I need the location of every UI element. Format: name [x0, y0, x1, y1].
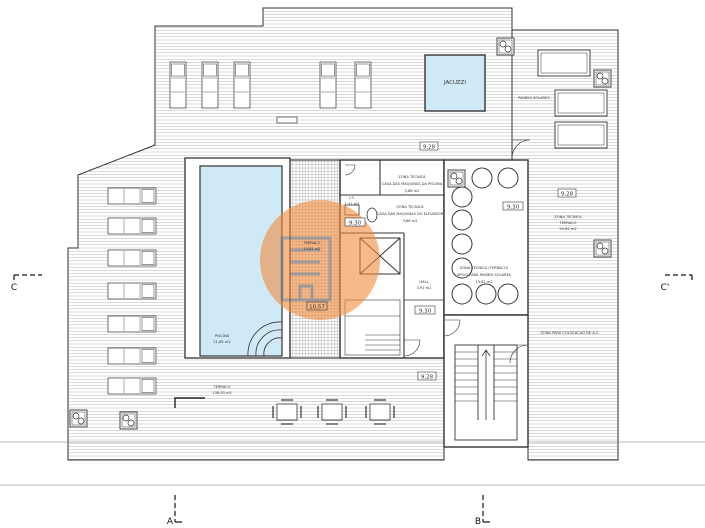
stairs: [454, 344, 518, 441]
tech-zone-solar-line-3: 13,61 m2: [475, 280, 492, 284]
section-c-left: C: [11, 283, 17, 293]
hall-line-1: HALL: [419, 280, 428, 284]
tech-zone-pool-line-1: ZONA TECNICA: [398, 175, 426, 179]
room-labels: ZONA TECNICA CASA DAS MAQUINAS DA PISCIN…: [212, 175, 599, 395]
wc-line-1: I.S.: [349, 196, 355, 200]
tech-zone-solar-line-2: APOIO PARA PAINEIS SOLARES: [457, 273, 512, 277]
terrace-mid-line-2: 10,81 m2: [303, 247, 320, 251]
inner-stairs: [344, 299, 401, 356]
sun-loungers-top: [169, 61, 372, 124]
section-markers: [13, 274, 693, 523]
hall-line-2: 3,91 m2: [417, 286, 432, 290]
wc-line-2: 2,31 m2: [345, 202, 360, 206]
elevation-hall: 9,30: [419, 309, 432, 315]
tech-zone-solar-line-1: ZONA TECNICA (TERRACO): [460, 266, 509, 270]
tech-zone-pool-line-3: 3,88 m2: [405, 189, 420, 193]
solar-panels-label: PAINEIS SOLARES: [518, 96, 550, 100]
sun-loungers-left: [107, 187, 157, 395]
elevation-terrace-right: 9,28: [561, 192, 574, 198]
terrace-mid-line-1: TERRACO: [302, 241, 320, 245]
elevation-stair-landing: 10,57: [309, 305, 325, 311]
solar-support-columns: [451, 167, 519, 305]
doors: [344, 139, 531, 364]
tech-terrace-right-line-2: TERRACO: [558, 221, 576, 225]
tech-terrace-right-line-3: 59,85 m2: [559, 227, 576, 231]
tech-zone-elevator-line-3: 3,86 m2: [403, 219, 418, 223]
elevation-roof: 9,28: [423, 145, 436, 151]
solar-panels: PAINEIS SOLARES: [518, 49, 608, 149]
ac-zone-label: ZONA PARA COLOCACAO DE A.C.: [540, 331, 599, 335]
elevation-terrace-bottom: 9,28: [421, 375, 434, 381]
outdoor-tables: [174, 397, 395, 425]
tech-terrace-right-line-1: ZONA TECNICA: [554, 215, 582, 219]
section-c-right: C': [661, 283, 670, 293]
pool-line-1: PISCINA: [215, 334, 230, 338]
elevation-markers: 9,28 9,30 9,30 9,28 9,28 9,30 10,57: [306, 141, 577, 381]
tech-zone-elevator-line-2: CASA DAS MAQUINAS DO ELEVADOR: [377, 212, 444, 216]
terrace-main-line-2: 138,93 m2: [212, 391, 232, 395]
section-a: A: [167, 517, 174, 527]
jacuzzi: [424, 54, 486, 112]
tech-zone-pool-line-2: CASA DAS MAQUINAS DA PISCINA: [382, 182, 443, 186]
section-b: B: [475, 517, 481, 527]
building-logo-icon: [260, 200, 380, 320]
tech-zone-elevator-line-1: ZONA TECNICA: [396, 205, 424, 209]
elevation-solar-zone: 9,30: [507, 205, 520, 211]
pool-line-2: 21,85 m2: [213, 340, 230, 344]
elevation-technical: 9,30: [349, 221, 362, 227]
jacuzzi-label: JACUZZI: [443, 80, 466, 86]
terrace-main-line-1: TERRACO: [212, 385, 230, 389]
